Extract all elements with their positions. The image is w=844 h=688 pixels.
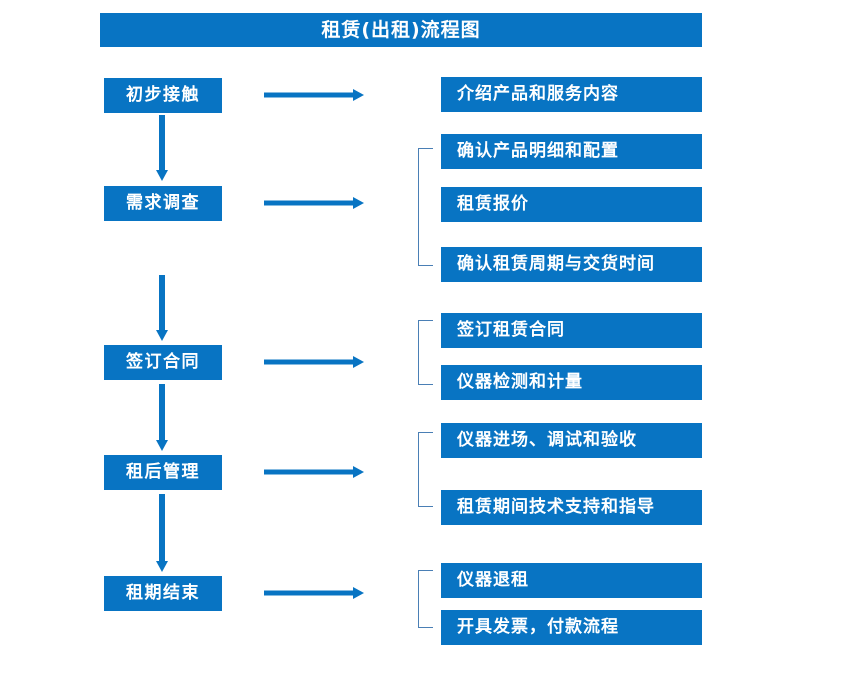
group-bracket-4 bbox=[418, 570, 433, 628]
group-bracket-1 bbox=[418, 148, 433, 266]
detail-box-3: 租赁报价 bbox=[441, 187, 702, 222]
stage-box-1: 初步接触 bbox=[104, 78, 222, 113]
stage-box-2: 需求调查 bbox=[104, 186, 222, 221]
stage-box-4: 租后管理 bbox=[104, 455, 222, 490]
detail-box-2: 确认产品明细和配置 bbox=[441, 134, 702, 169]
detail-box-9: 仪器退租 bbox=[441, 563, 702, 598]
detail-box-1: 介绍产品和服务内容 bbox=[441, 77, 702, 112]
detail-box-4: 确认租赁周期与交货时间 bbox=[441, 247, 702, 282]
vertical-arrow-2 bbox=[155, 275, 169, 341]
horizontal-arrow-1 bbox=[264, 88, 364, 102]
vertical-arrow-1 bbox=[155, 115, 169, 181]
chart-title: 租赁(出租)流程图 bbox=[100, 13, 702, 47]
horizontal-arrow-5 bbox=[264, 586, 364, 600]
horizontal-arrow-2 bbox=[264, 196, 364, 210]
detail-box-5: 签订租赁合同 bbox=[441, 313, 702, 348]
horizontal-arrow-3 bbox=[264, 355, 364, 369]
detail-box-10: 开具发票，付款流程 bbox=[441, 610, 702, 645]
group-bracket-2 bbox=[418, 320, 433, 385]
detail-box-8: 租赁期间技术支持和指导 bbox=[441, 490, 702, 525]
stage-box-5: 租期结束 bbox=[104, 576, 222, 611]
detail-box-7: 仪器进场、调试和验收 bbox=[441, 423, 702, 458]
vertical-arrow-4 bbox=[155, 494, 169, 572]
detail-box-6: 仪器检测和计量 bbox=[441, 365, 702, 400]
vertical-arrow-3 bbox=[155, 384, 169, 451]
group-bracket-3 bbox=[418, 432, 433, 507]
stage-box-3: 签订合同 bbox=[104, 345, 222, 380]
horizontal-arrow-4 bbox=[264, 465, 364, 479]
